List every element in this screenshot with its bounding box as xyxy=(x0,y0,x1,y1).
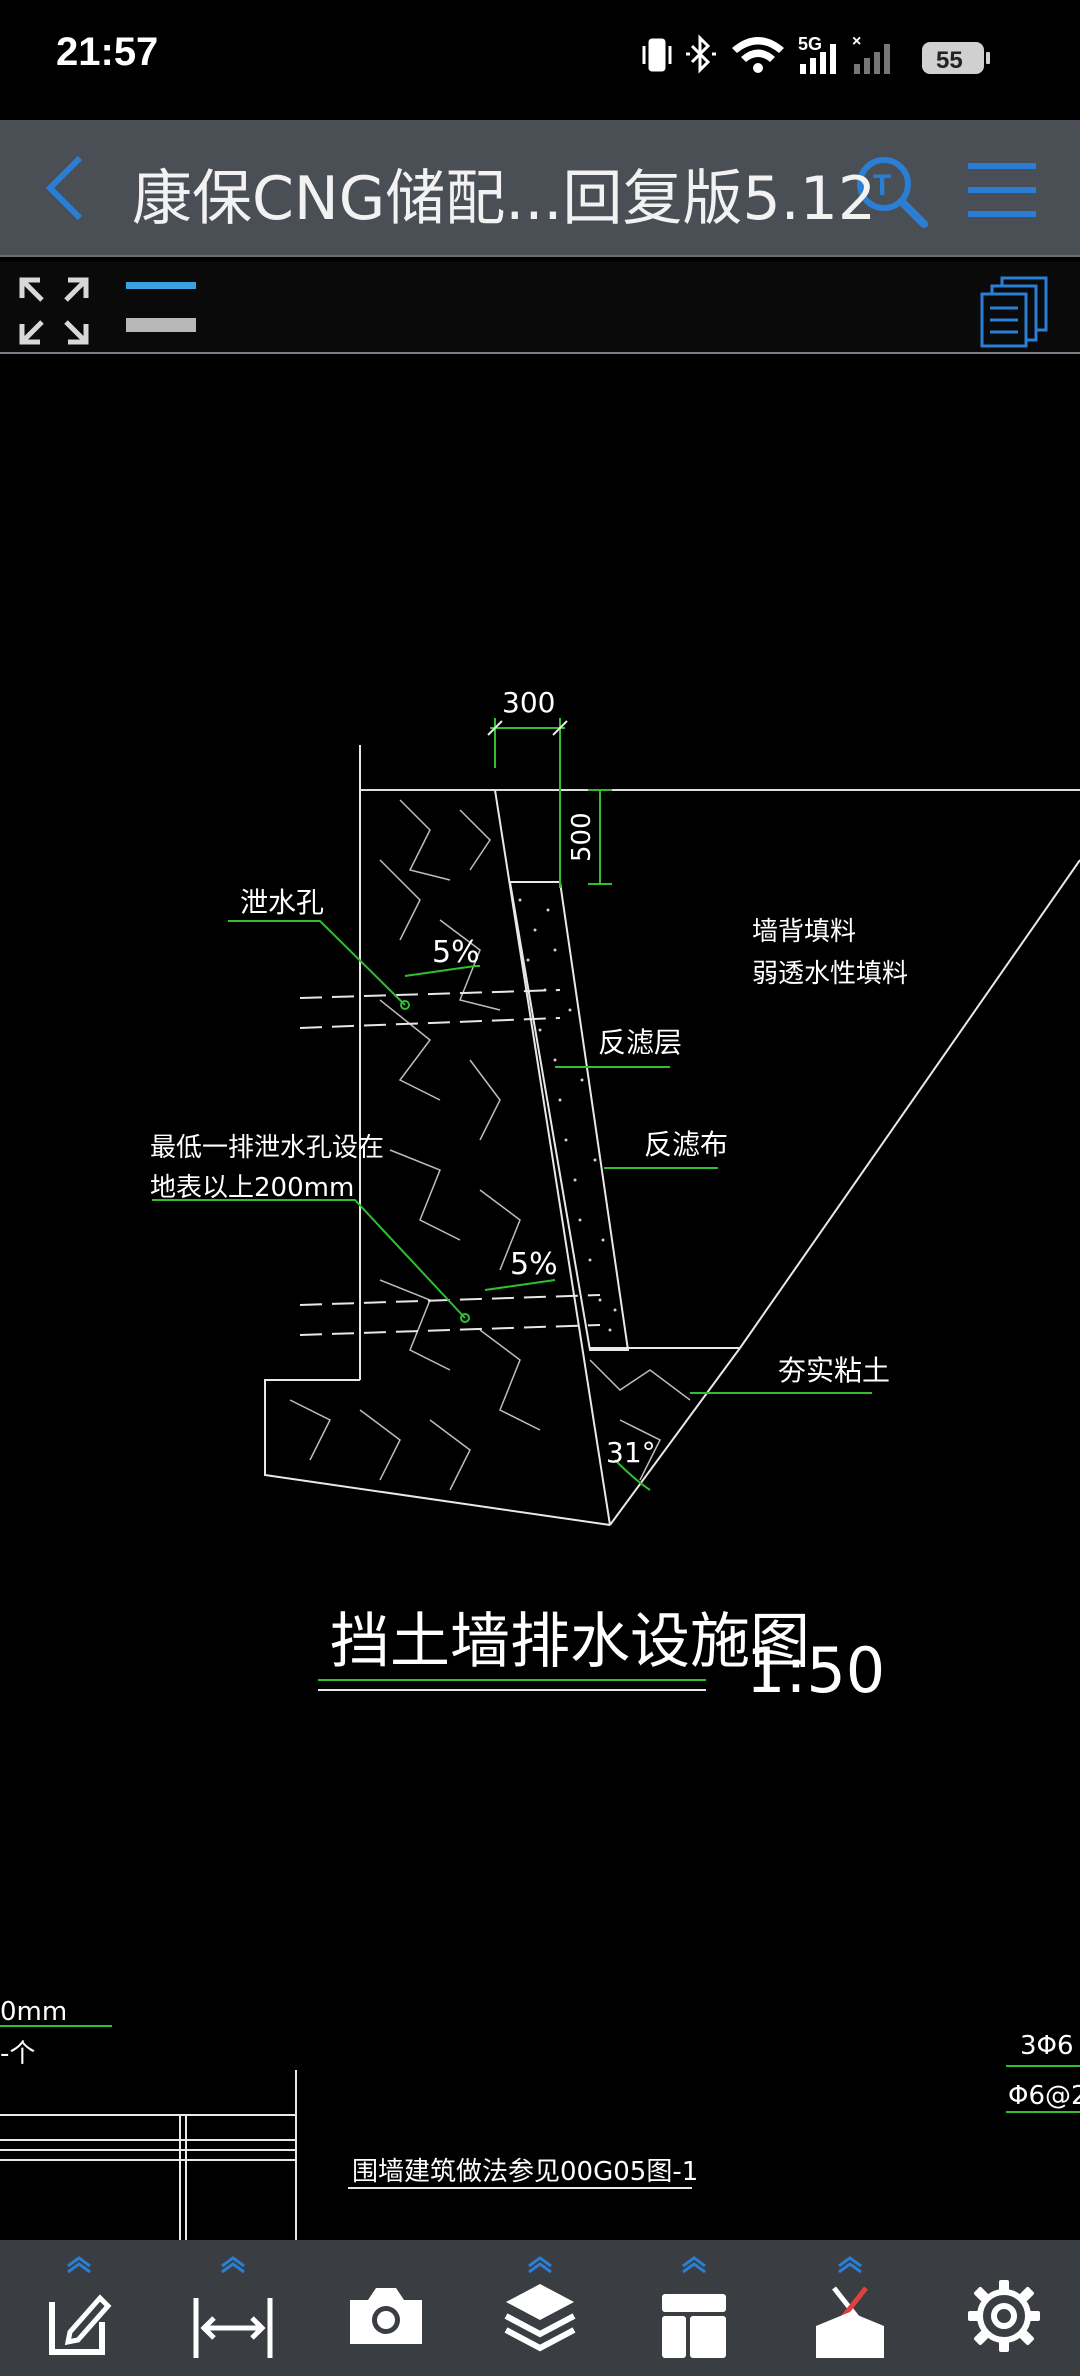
svg-text:5G: 5G xyxy=(798,34,822,54)
backfill-slope xyxy=(739,859,1080,1349)
label-clay: 夯实粘土 xyxy=(778,1354,890,1387)
wall-reference: 围墙建筑做法参见00G05图-1 xyxy=(352,2157,698,2187)
rubble-hatch xyxy=(289,799,691,1491)
bluetooth-icon xyxy=(686,34,716,74)
svg-text:55: 55 xyxy=(936,47,963,74)
weep-pipes xyxy=(299,989,601,1336)
label-lowest-1: 最低一排泄水孔设在 xyxy=(150,1133,384,1163)
bottom-toolbar xyxy=(0,2240,1080,2376)
wall-section-lines xyxy=(0,2070,297,2240)
status-bar: 21:57 5G × xyxy=(0,0,1080,120)
right-partial-1: 3Φ6 xyxy=(1020,2031,1074,2061)
back-arrow-icon[interactable] xyxy=(36,150,96,225)
left-partial-1: 0mm xyxy=(0,1997,67,2027)
right-partial-2: Φ6@20 xyxy=(1008,2081,1080,2111)
layers-icon[interactable] xyxy=(502,2254,578,2364)
battery-icon: 55 xyxy=(922,42,990,74)
label-backfill-1: 墙背填料 xyxy=(752,917,856,947)
label-filter-cloth: 反滤布 xyxy=(644,1128,728,1161)
vibrate-icon xyxy=(642,38,672,72)
slope-upper: 5% xyxy=(432,935,480,970)
drawing-title: 挡土墙排水设施图 xyxy=(330,1607,810,1677)
signal-5g-icon: 5G xyxy=(798,34,836,74)
cad-drawing[interactable]: 300 500 泄水孔 5% 墙背填料 弱透水性填料 反滤层 反滤布 最低一排泄… xyxy=(0,354,1080,2240)
left-partial-2: -个 xyxy=(0,2039,35,2069)
status-icons: 5G × 55 xyxy=(642,33,990,74)
label-lowest-2: 地表以上200mm xyxy=(150,1173,354,1203)
dim-side-label: 500 xyxy=(567,812,597,862)
dimension-ticks xyxy=(487,720,568,736)
angle-label: 31° xyxy=(606,1436,656,1469)
page-title: 康保CNG储配...回复版5.12 xyxy=(132,164,877,234)
label-weep-hole: 泄水孔 xyxy=(240,886,324,919)
filter-layer xyxy=(508,881,630,1351)
toolbox-icon[interactable] xyxy=(810,2254,890,2364)
signal-icon: × xyxy=(852,33,890,74)
layout-icon[interactable] xyxy=(656,2254,732,2364)
retaining-wall xyxy=(264,745,741,1526)
svg-text:T: T xyxy=(873,169,891,202)
drawing-scale: 1:50 xyxy=(746,1634,885,1707)
menu-icon[interactable] xyxy=(964,158,1040,222)
text-search-icon[interactable]: T xyxy=(852,152,930,230)
drawing-canvas[interactable]: 300 500 泄水孔 5% 墙背填料 弱透水性填料 反滤层 反滤布 最低一排泄… xyxy=(0,354,1080,2240)
label-backfill-2: 弱透水性填料 xyxy=(752,959,908,989)
edit-icon[interactable] xyxy=(44,2254,114,2364)
slope-lower: 5% xyxy=(510,1247,558,1282)
dimension-lines xyxy=(490,718,651,1491)
svg-text:×: × xyxy=(852,33,861,50)
fullscreen-icon[interactable] xyxy=(18,276,90,346)
divider xyxy=(0,255,1080,261)
measure-icon[interactable] xyxy=(190,2254,276,2364)
status-time: 21:57 xyxy=(56,30,159,74)
title-bar: T xyxy=(0,120,1080,255)
settings-icon[interactable] xyxy=(966,2278,1042,2354)
sheets-icon[interactable] xyxy=(980,276,1050,348)
layer-toggle-icon[interactable] xyxy=(124,278,200,342)
tool-bar xyxy=(0,262,1080,354)
camera-icon[interactable] xyxy=(346,2280,426,2350)
label-filter-layer: 反滤层 xyxy=(598,1026,682,1059)
leader-lines xyxy=(152,920,872,1394)
wifi-icon xyxy=(732,37,784,73)
dim-top-label: 300 xyxy=(502,686,555,719)
